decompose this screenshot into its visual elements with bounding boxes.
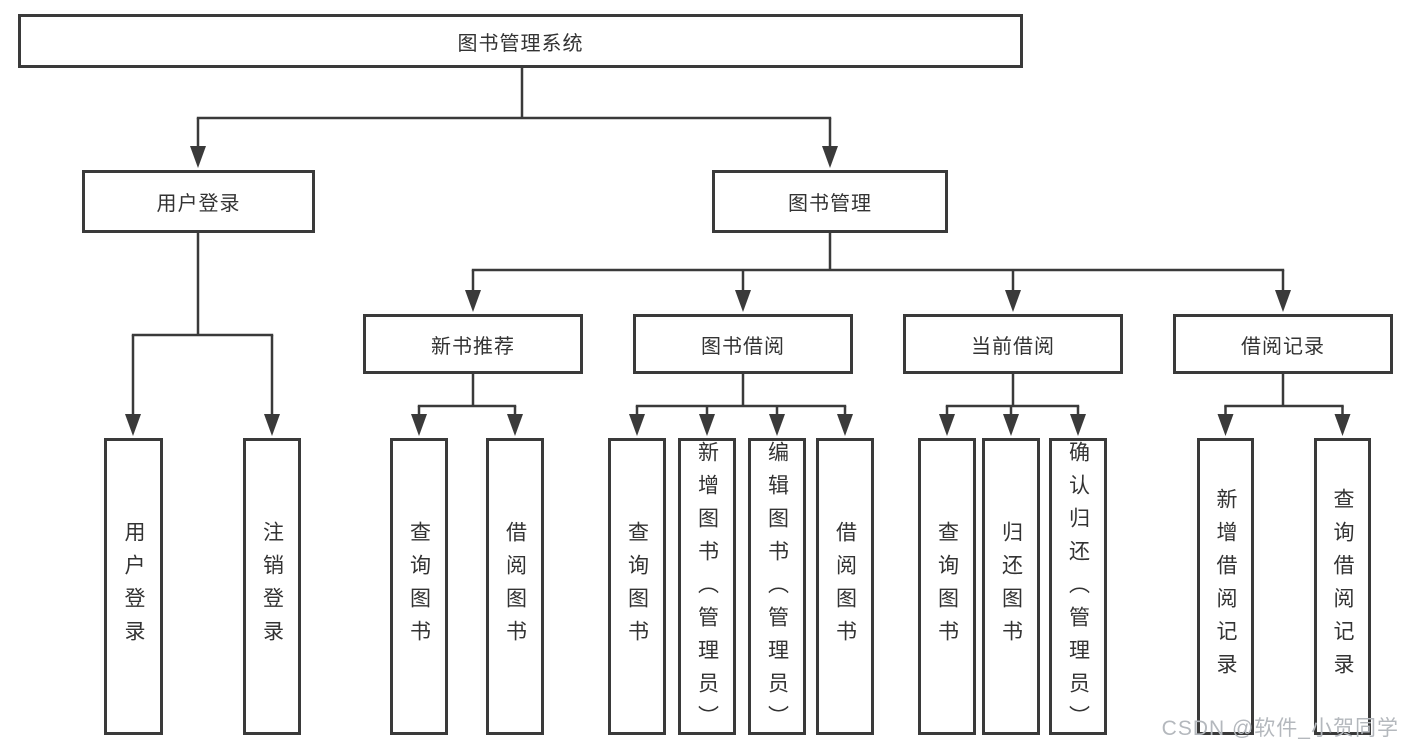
node-new-book-recommend: 新书推荐 — [363, 314, 583, 374]
leaf-return-books: 归还图书 — [982, 438, 1040, 735]
connector-user-login-to-leaves — [125, 233, 280, 436]
watermark: CSDN @软件_小贺同学 — [1161, 717, 1399, 740]
connector-current-borrow-to-leaves — [939, 374, 1086, 436]
leaf-edit-books-admin: 编辑图书（管理员） — [748, 438, 806, 738]
leaf-query-books-recommend: 查询图书 — [390, 438, 448, 735]
connector-new-book-to-leaves — [411, 374, 523, 436]
connector-book-management-to-level3 — [465, 233, 1291, 312]
node-book-borrow: 图书借阅 — [633, 314, 853, 374]
leaf-borrow-books-recommend: 借阅图书 — [486, 438, 544, 735]
leaf-query-books-current: 查询图书 — [918, 438, 976, 735]
leaf-add-borrow-record: 新增借阅记录 — [1197, 438, 1254, 735]
node-user-login: 用户登录 — [82, 170, 315, 233]
leaf-query-books-borrow: 查询图书 — [608, 438, 666, 735]
node-root: 图书管理系统 — [18, 14, 1023, 68]
leaf-query-borrow-record: 查询借阅记录 — [1314, 438, 1371, 735]
leaf-borrow-books: 借阅图书 — [816, 438, 874, 735]
leaf-confirm-return-admin: 确认归还（管理员） — [1049, 438, 1107, 738]
leaf-add-books-admin: 新增图书（管理员） — [678, 438, 736, 738]
connector-root-to-level2 — [190, 68, 838, 168]
node-book-management: 图书管理 — [712, 170, 948, 233]
leaf-logout: 注销登录 — [243, 438, 301, 735]
leaf-user-login: 用户登录 — [104, 438, 163, 735]
connector-borrow-records-to-leaves — [1217, 374, 1351, 436]
node-current-borrow: 当前借阅 — [903, 314, 1123, 374]
node-borrow-records: 借阅记录 — [1173, 314, 1393, 374]
connector-book-borrow-to-leaves — [629, 374, 853, 436]
